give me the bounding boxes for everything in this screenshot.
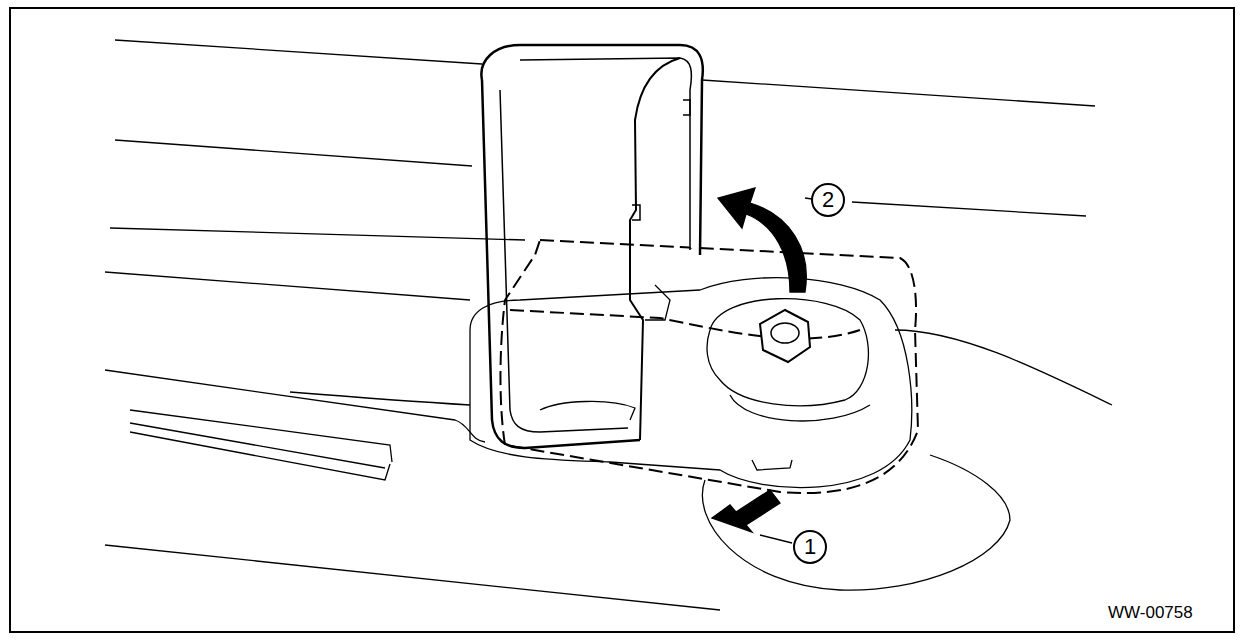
figure-code: WW-00758 [1106, 603, 1195, 623]
callout-number: 2 [811, 183, 845, 217]
callout-number: 1 [793, 530, 827, 564]
